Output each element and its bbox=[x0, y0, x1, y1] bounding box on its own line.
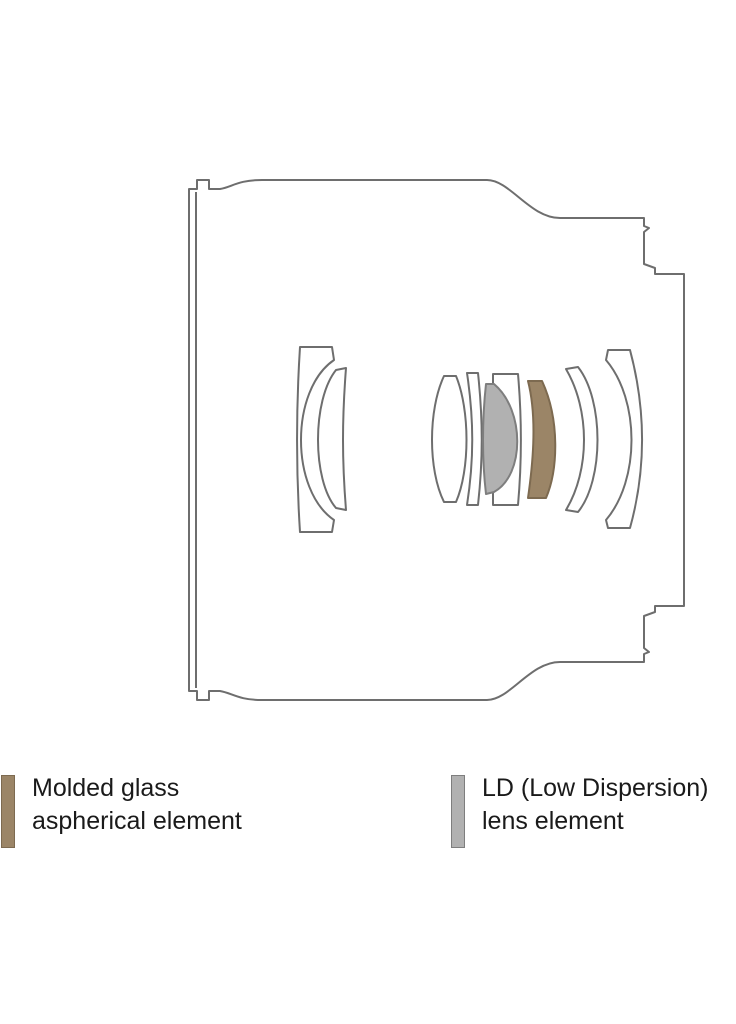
aspherical-color-swatch bbox=[1, 775, 15, 848]
legend-aspherical-label: Molded glass aspherical element bbox=[32, 772, 242, 838]
molded-aspherical-element bbox=[527, 380, 557, 499]
legend-ld-line1: LD (Low Dispersion) bbox=[482, 774, 709, 802]
legend-ld: LD (Low Dispersion) lens element bbox=[451, 772, 708, 848]
rear-meniscus-element-2 bbox=[605, 349, 643, 529]
legend-ld-line2: lens element bbox=[482, 807, 624, 835]
front-meniscus-element-1 bbox=[296, 346, 335, 533]
legend-ld-label: LD (Low Dispersion) lens element bbox=[482, 772, 708, 838]
rear-meniscus-element-1 bbox=[565, 366, 599, 513]
ld-lens-element bbox=[482, 383, 519, 495]
legend-aspherical: Molded glass aspherical element bbox=[1, 772, 242, 848]
biconvex-element bbox=[431, 375, 468, 503]
legend-aspherical-line2: aspherical element bbox=[32, 807, 242, 835]
thin-element bbox=[466, 372, 483, 506]
legend-aspherical-line1: Molded glass bbox=[32, 774, 180, 802]
front-meniscus-element-2 bbox=[317, 367, 347, 511]
ld-color-swatch bbox=[451, 775, 465, 848]
lens-cross-section-diagram bbox=[188, 179, 685, 701]
lens-barrel-outline bbox=[188, 179, 685, 701]
